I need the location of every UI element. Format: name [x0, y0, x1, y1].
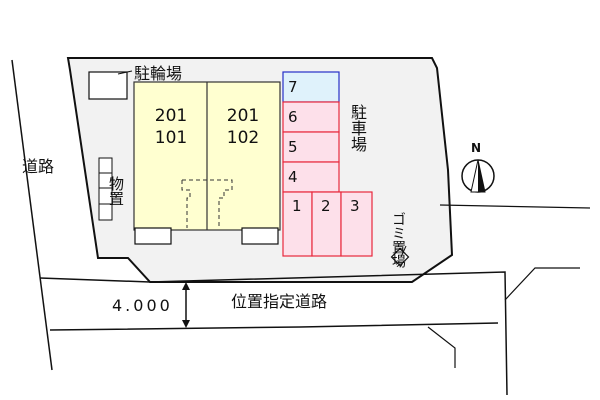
parking-space-3: [340, 191, 373, 257]
road-top-edge: [39, 271, 508, 396]
neighbor-boundary: [439, 204, 591, 209]
left-road-edge: [11, 59, 53, 371]
garbage-label: ゴミ置場: [390, 212, 406, 268]
parking-number-1: 1: [292, 197, 302, 215]
neighbor-boundary-2: [504, 267, 580, 301]
parking-space-6: [282, 101, 340, 133]
arrow-up-icon: [182, 282, 190, 290]
side-road-label: 道路: [22, 157, 55, 176]
garbage-point-icon: [390, 247, 410, 267]
parking-number-7: 7: [288, 78, 298, 96]
arrow-down-icon: [182, 320, 190, 328]
unit-left: 201 101: [141, 105, 201, 149]
parking-number-4: 4: [288, 168, 298, 186]
road-width-label: 4.000: [112, 296, 173, 315]
leader-line: [117, 70, 133, 75]
parking-space-2: [311, 191, 342, 257]
bicycle-parking-area: [88, 71, 128, 100]
parking-space-7: [282, 71, 340, 103]
porch-right: [241, 227, 279, 245]
unit-number-upper: 201: [226, 106, 260, 126]
north-label: N: [471, 141, 482, 155]
unit-number-lower: 101: [154, 128, 188, 148]
storage-label: 物置: [107, 176, 125, 206]
road-corner: [427, 326, 456, 368]
parking-number-5: 5: [288, 138, 298, 156]
unit-number-lower: 102: [226, 128, 260, 148]
parking-space-1: [282, 191, 313, 257]
road-bottom-edge: [49, 322, 499, 331]
unit-number-upper: 201: [154, 106, 188, 126]
parking-number-2: 2: [321, 197, 331, 215]
parking-space-4: [282, 161, 340, 193]
designated-road-label: 位置指定道路: [231, 292, 328, 311]
parking-space-5: [282, 131, 340, 163]
leader-line: [400, 245, 407, 258]
north-compass-icon: [461, 159, 495, 193]
bicycle-parking-label: 駐輪場: [134, 64, 183, 83]
unit-right: 201 102: [213, 105, 273, 149]
entrance-outline: [181, 179, 233, 228]
parking-number-3: 3: [350, 197, 360, 215]
porch-left: [134, 227, 172, 245]
parking-label: 駐車場: [348, 104, 367, 152]
parking-number-6: 6: [288, 108, 298, 126]
